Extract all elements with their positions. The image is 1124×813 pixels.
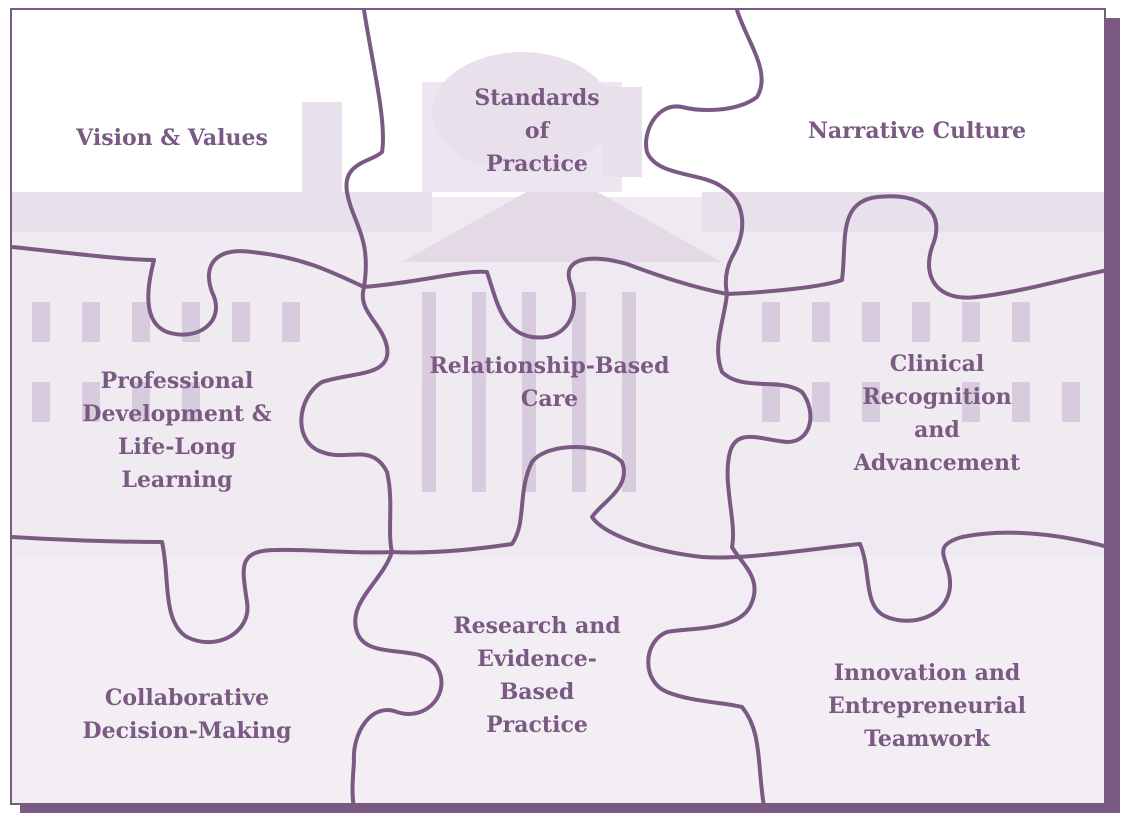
- piece-label-line: Practice: [486, 151, 588, 177]
- piece-label-line: Teamwork: [864, 726, 990, 752]
- piece-label-line: Advancement: [853, 450, 1021, 476]
- vertical-cut-right: [644, 10, 813, 803]
- piece-label-line: Learning: [121, 467, 233, 493]
- building-windows: [32, 292, 1080, 492]
- piece-label-line: Care: [520, 386, 579, 412]
- vertical-cut-left: [299, 10, 444, 803]
- piece-label-line: Relationship-Based: [429, 353, 670, 379]
- puzzle-scene: [12, 10, 1104, 803]
- piece-label-line: Recognition: [862, 384, 1012, 410]
- piece-label-line: Life-Long: [118, 434, 236, 460]
- piece-label-line: and: [914, 417, 960, 443]
- piece-label-line: Based: [499, 679, 575, 705]
- horizontal-cut-upper: [12, 194, 1104, 340]
- piece-label-line: Entrepreneurial: [827, 693, 1027, 719]
- piece-label-line: Vision & Values: [76, 125, 268, 151]
- piece-label-line: Professional: [100, 368, 254, 394]
- piece-label-line: Narrative Culture: [807, 118, 1027, 144]
- building-background: [12, 52, 1104, 803]
- puzzle-lines: [12, 10, 1104, 803]
- piece-label-line: Clinical: [889, 351, 985, 377]
- piece-label-line: Research and: [453, 613, 621, 639]
- piece-narrative-culture: Narrative Culture: [797, 115, 1037, 148]
- piece-label-line: Standards: [474, 85, 600, 111]
- piece-label-line: Practice: [486, 712, 588, 738]
- piece-label-line: Innovation and: [833, 660, 1021, 686]
- horizontal-cut-lower: [12, 445, 1104, 644]
- piece-label-line: Collaborative: [104, 685, 270, 711]
- piece-label-line: Development &: [82, 401, 272, 427]
- piece-label-line: Decision-Making: [82, 718, 292, 744]
- piece-label-line: Evidence-: [477, 646, 597, 672]
- piece-label-line: of: [524, 118, 550, 144]
- piece-vision-values: Vision & Values: [72, 122, 272, 155]
